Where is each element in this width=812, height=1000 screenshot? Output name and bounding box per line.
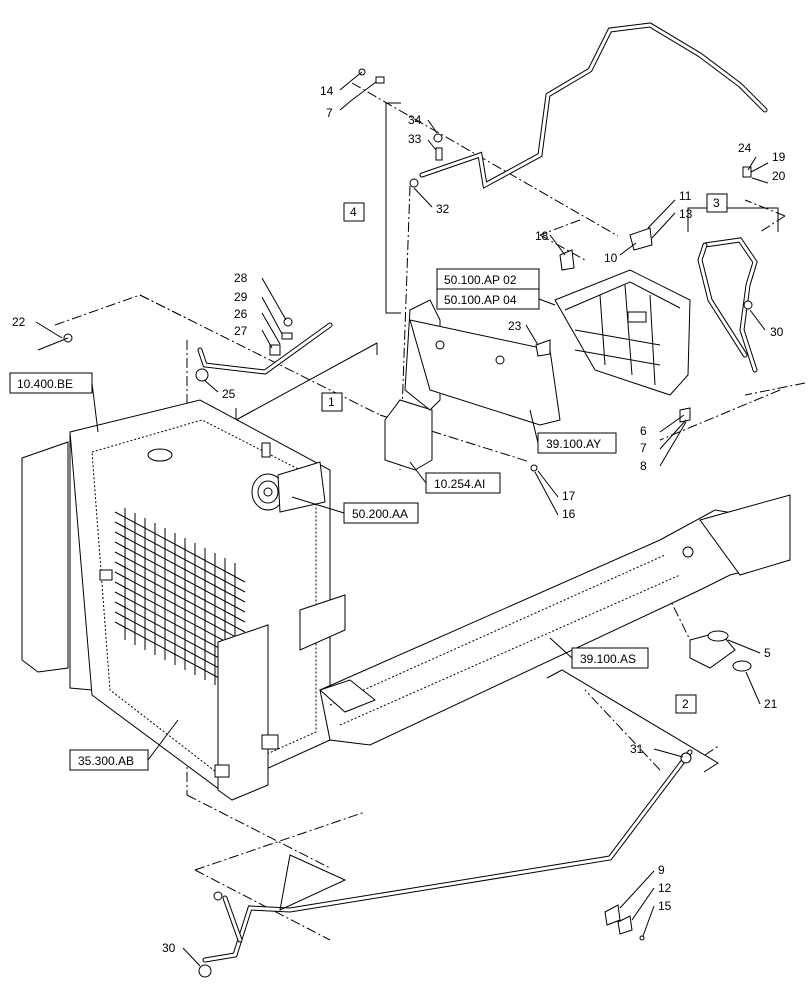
ref-39-100-ay: 39.100.AY bbox=[546, 437, 601, 451]
callout-22: 22 bbox=[12, 315, 26, 329]
group-box-1: 1 bbox=[328, 395, 335, 409]
group-box-3: 3 bbox=[713, 196, 720, 210]
callout-7-lower: 7 bbox=[640, 441, 647, 455]
cooling-package bbox=[21, 399, 331, 801]
callout-17: 17 bbox=[562, 489, 576, 503]
callout-10: 10 bbox=[604, 251, 618, 265]
callout-30-lower: 30 bbox=[162, 941, 176, 955]
callout-8: 8 bbox=[640, 459, 647, 473]
ref-10-254-ai: 10.254.AI bbox=[434, 477, 485, 491]
ref-50-100-ap-02: 50.100.AP 02 bbox=[444, 273, 517, 287]
callout-27: 27 bbox=[234, 324, 248, 338]
chassis-beam bbox=[299, 494, 791, 746]
leader-lines bbox=[35, 71, 769, 967]
callout-23: 23 bbox=[508, 319, 522, 333]
group-box-4: 4 bbox=[350, 205, 357, 219]
ref-10-400-be: 10.400.BE bbox=[17, 377, 73, 391]
hvac-unit bbox=[554, 269, 691, 396]
callout-33: 33 bbox=[408, 132, 422, 146]
callout-6: 6 bbox=[640, 424, 647, 438]
ac-compressor bbox=[251, 442, 326, 513]
ref-50-100-ap-04: 50.100.AP 04 bbox=[444, 293, 517, 307]
ref-39-100-as: 39.100.AS bbox=[580, 652, 636, 666]
callout-31: 31 bbox=[630, 742, 644, 756]
callout-30-upper: 30 bbox=[770, 325, 784, 339]
reference-boxes: 50.100.AP 02 50.100.AP 04 39.100.AY 10.4… bbox=[9, 268, 649, 771]
callout-11: 11 bbox=[679, 189, 692, 203]
refrigerant-hoses bbox=[197, 22, 768, 963]
callout-numbers: 14 7 34 33 32 24 19 20 11 13 10 18 30 23… bbox=[12, 84, 786, 955]
callout-26: 26 bbox=[234, 307, 248, 321]
fittings bbox=[37, 68, 753, 978]
callout-12: 12 bbox=[658, 881, 672, 895]
callout-25: 25 bbox=[222, 387, 236, 401]
callout-7: 7 bbox=[326, 106, 333, 120]
group-number-boxes: 4 3 1 2 bbox=[321, 193, 728, 714]
callout-19: 19 bbox=[772, 150, 786, 164]
callout-13: 13 bbox=[679, 207, 693, 221]
callout-14: 14 bbox=[320, 84, 334, 98]
callout-28: 28 bbox=[234, 271, 248, 285]
callout-21: 21 bbox=[764, 697, 778, 711]
callout-9: 9 bbox=[658, 863, 665, 877]
mounting-bracket bbox=[384, 299, 561, 471]
callout-16: 16 bbox=[562, 507, 576, 521]
group-box-2: 2 bbox=[682, 697, 689, 711]
ref-50-200-aa: 50.200.AA bbox=[352, 507, 408, 521]
callout-15: 15 bbox=[658, 899, 672, 913]
callout-20: 20 bbox=[772, 169, 786, 183]
callout-18: 18 bbox=[535, 229, 549, 243]
callout-32: 32 bbox=[436, 202, 450, 216]
callout-24: 24 bbox=[738, 141, 752, 155]
blower-motor bbox=[689, 630, 752, 672]
callout-29: 29 bbox=[234, 290, 248, 304]
ref-35-300-ab: 35.300.AB bbox=[78, 754, 134, 768]
callout-5: 5 bbox=[764, 646, 771, 660]
callout-34: 34 bbox=[408, 113, 422, 127]
